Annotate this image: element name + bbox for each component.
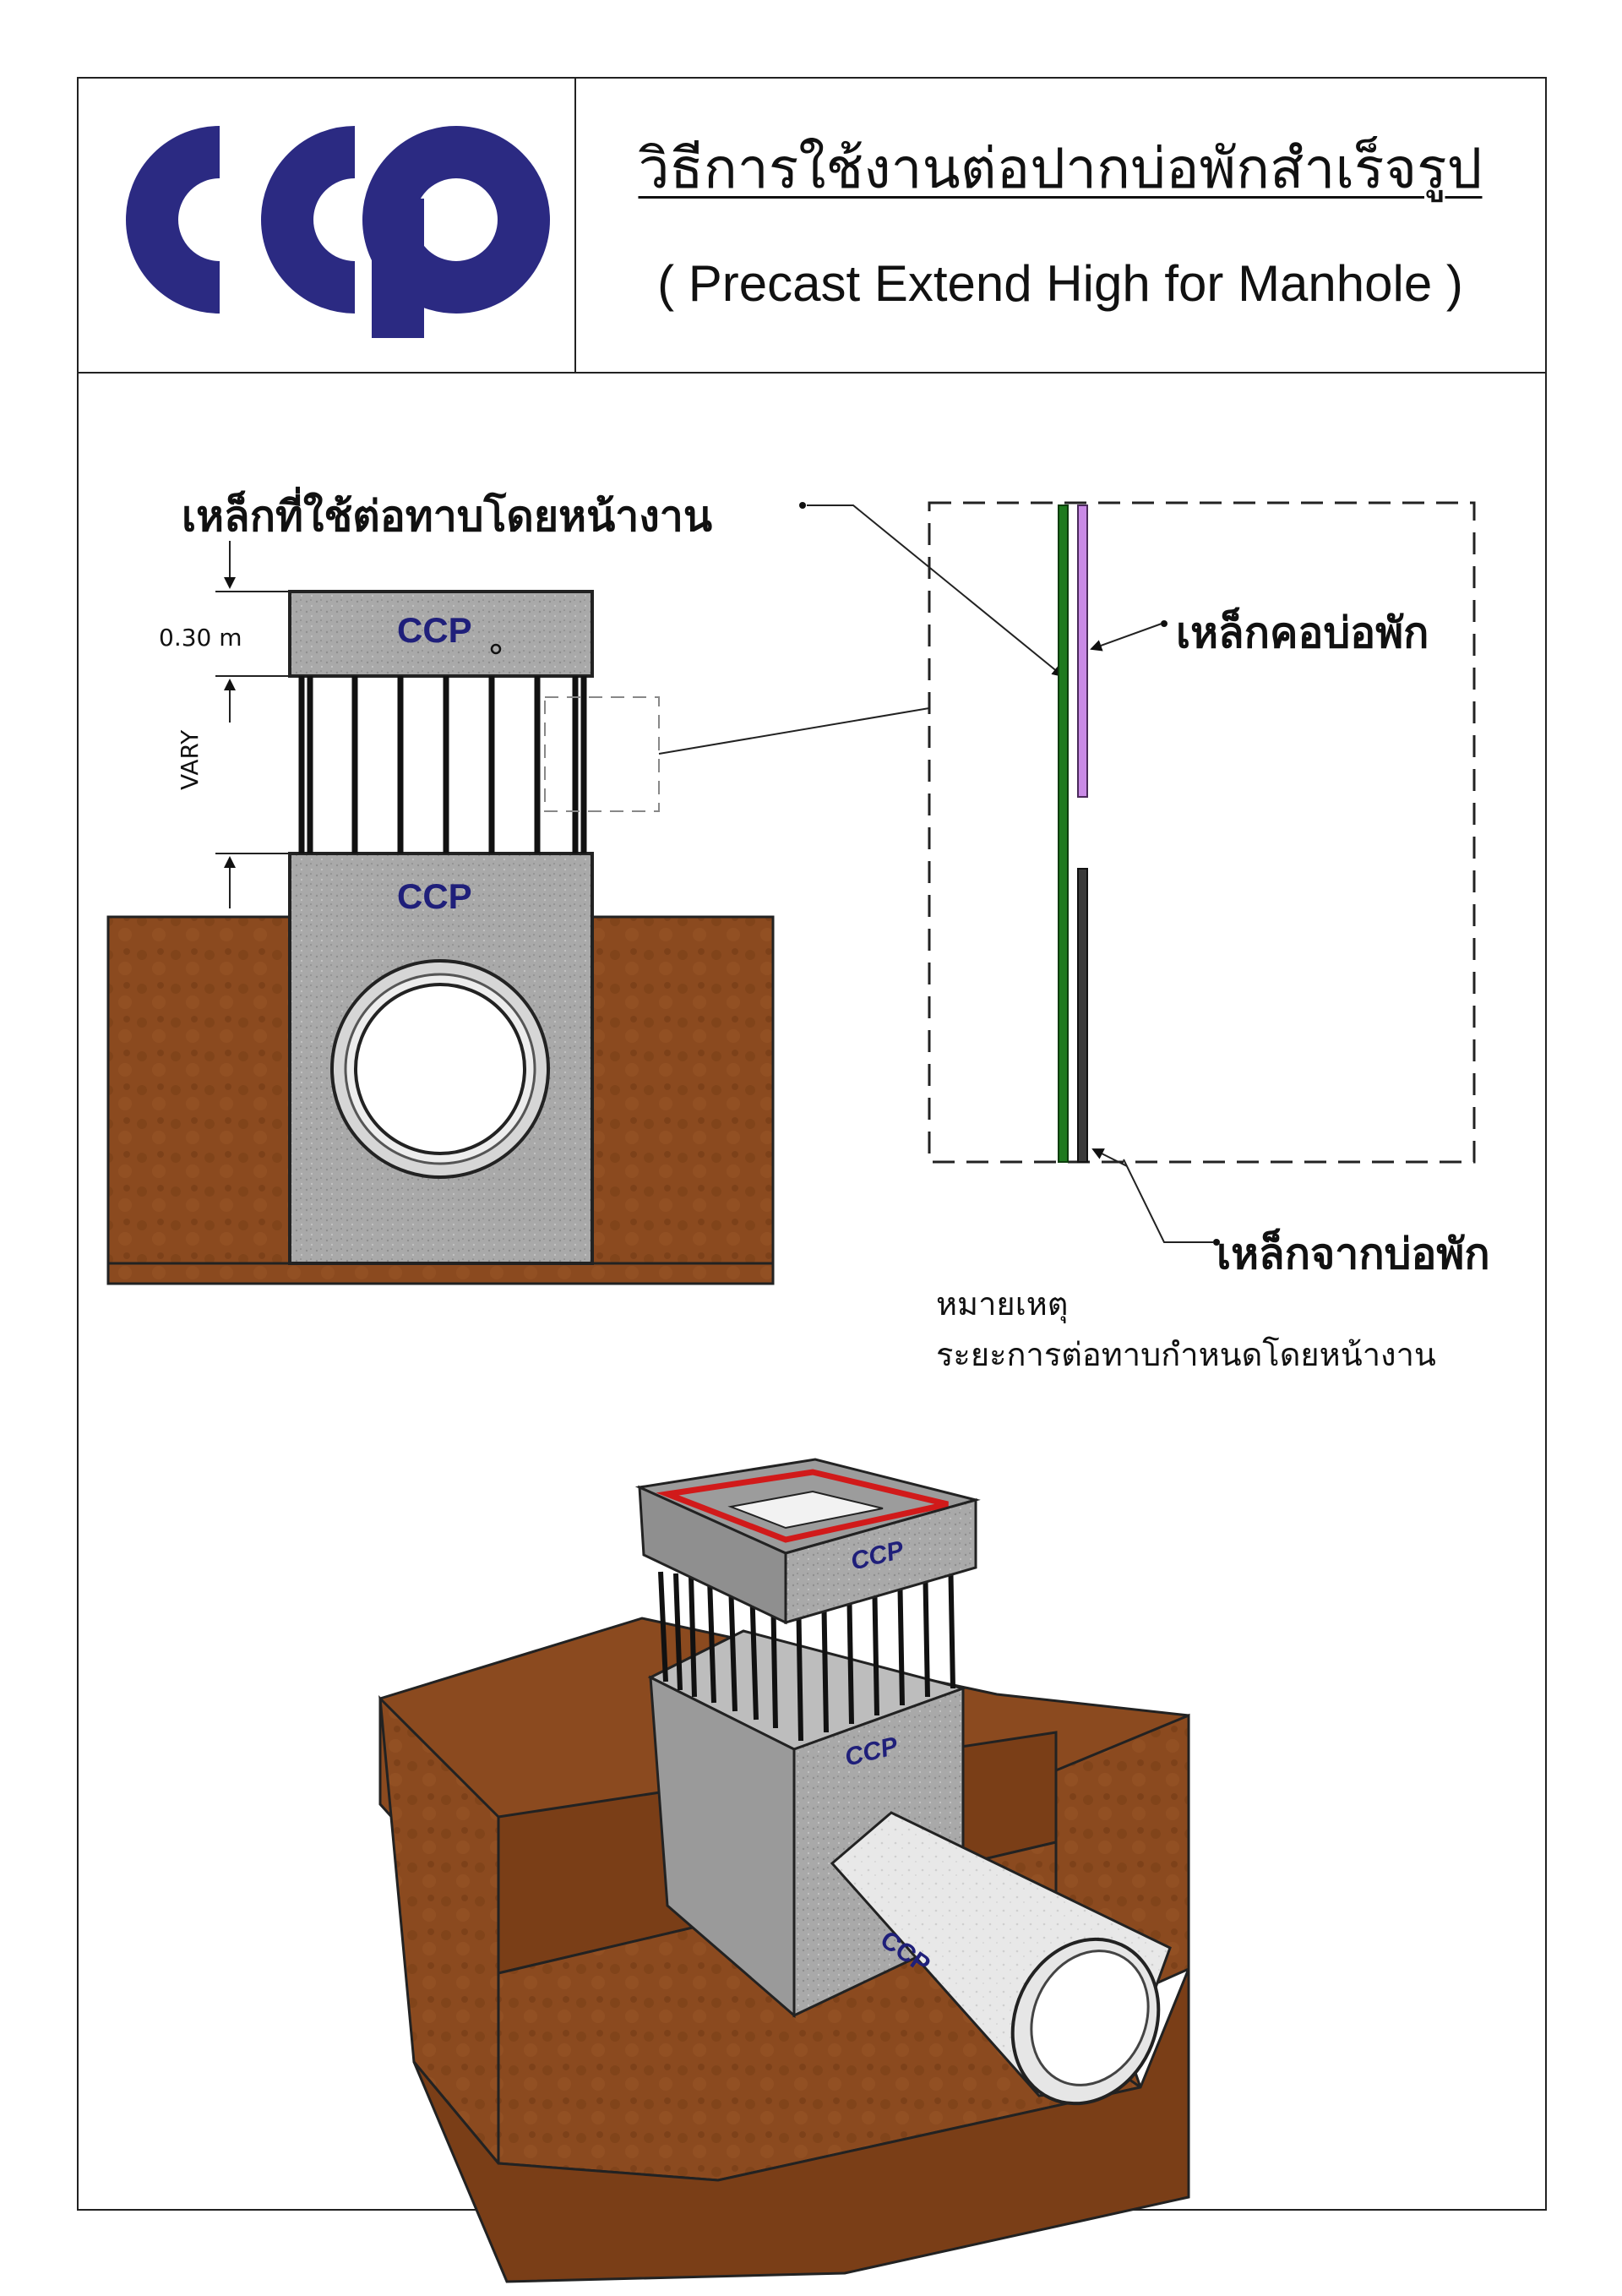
neck-bar (1077, 504, 1088, 798)
iso-pipe-opening (1030, 1950, 1150, 2086)
detail-leader (658, 707, 930, 755)
manhole-bar (1077, 868, 1088, 1163)
detail-callout (544, 696, 660, 812)
extension-ring (288, 590, 594, 678)
dimension-top-height: 0.30 m (159, 624, 242, 652)
ccp-logo-mark (126, 126, 550, 338)
dimension-vary: VARY (176, 729, 204, 790)
from-leader (1123, 1159, 1214, 1243)
dimension-lines (215, 541, 290, 908)
brand-section-top: CCP (397, 610, 472, 650)
note-title: หมายเหตุ (936, 1285, 1069, 1323)
reg-mark (490, 643, 502, 655)
manhole-steel-label: เหล็กจากบ่อพัก (1216, 1230, 1490, 1279)
note-body: ระยะการต่อทาบกำหนดโดยหน้างาน (936, 1336, 1436, 1373)
pipe-opening (354, 983, 526, 1155)
rebars (298, 676, 587, 854)
ccp-logo (101, 114, 558, 338)
iso-ring-opening (727, 1490, 884, 1530)
soil-right (590, 915, 775, 1265)
lap-leader (807, 504, 1064, 678)
section-view (106, 502, 1064, 1285)
title-thai: วิธีการใช้งานต่อปากบ่อพักสำเร็จรูป (638, 136, 1483, 201)
lap-bar (1058, 504, 1069, 1163)
iso-ring-front (784, 1498, 977, 1624)
brand-section-base: CCP (397, 876, 472, 916)
detail-view (928, 501, 1476, 1246)
neck-steel-label: เหล็กคอบ่อพัก (1176, 608, 1429, 657)
soil-left (106, 915, 291, 1265)
iso-red-seal (656, 1469, 949, 1543)
soil-front (412, 1968, 1190, 2283)
title-english: ( Precast Extend High for Manhole ) (657, 255, 1463, 312)
detail-frame (928, 501, 1476, 1164)
header-divider (77, 372, 1547, 374)
header-logo-divider (574, 77, 576, 373)
isometric-view (378, 1458, 1190, 2283)
neck-leader (1090, 623, 1162, 652)
soil-bottom (106, 1262, 775, 1285)
lap-steel-label: เหล็กที่ใช้ต่อทาบโดยหน้างาน (182, 492, 713, 541)
